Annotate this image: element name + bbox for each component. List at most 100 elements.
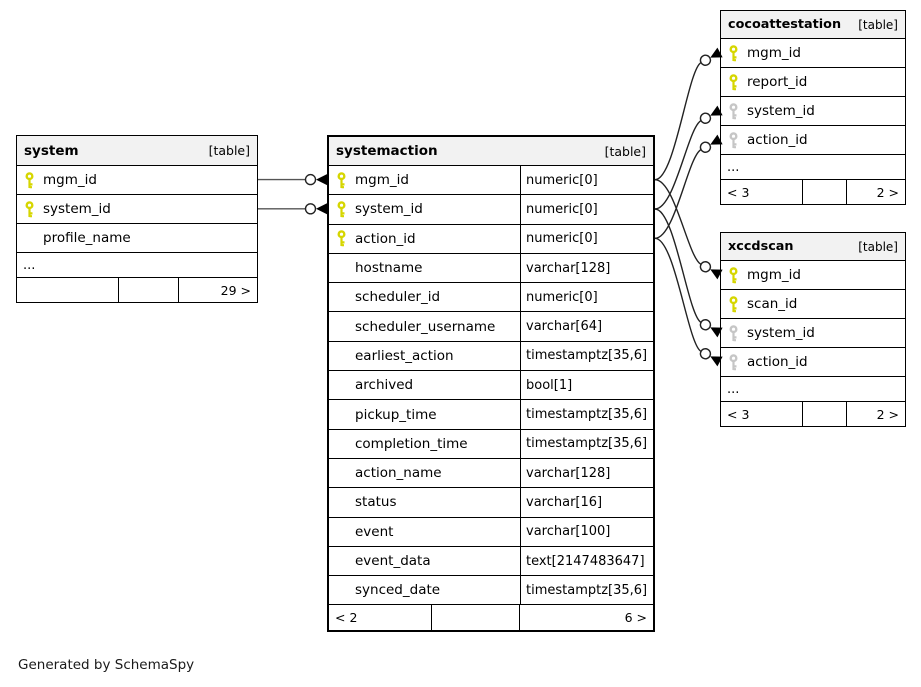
column-type: numeric[0] <box>520 195 653 224</box>
table-footer: 29 > <box>17 277 257 302</box>
footer-middle-cell <box>431 605 519 631</box>
table-node-system[interactable]: system [table] mgm_id system_id profile_… <box>16 135 258 303</box>
footer-middle-cell <box>118 278 178 302</box>
column-type: timestamptz[35,6] <box>520 576 653 605</box>
table-type-tag: [table] <box>858 17 898 32</box>
column-row: profile_name <box>17 223 257 252</box>
truncated-columns-indicator: ... <box>721 376 905 401</box>
key-icon-spacer <box>336 553 347 570</box>
edge-xccd-mgmid <box>654 179 702 266</box>
column-type: varchar[128] <box>520 253 653 283</box>
edge-coco-mgmid <box>654 61 702 181</box>
primary-key-icon <box>729 44 738 62</box>
table-node-xccdscan[interactable]: xccdscan [table] mgm_id scan_id system_i… <box>720 232 906 427</box>
table-name[interactable]: cocoattestation <box>728 17 842 32</box>
foreign-key-icon <box>729 353 738 371</box>
column-row: action_name varchar[128] <box>329 457 653 488</box>
table-header: system [table] <box>17 136 257 165</box>
column-name: action_id <box>747 132 808 148</box>
ellipsis-text: ... <box>727 381 740 397</box>
table-header: xccdscan [table] <box>721 233 905 260</box>
table-name[interactable]: xccdscan <box>728 239 794 254</box>
column-row: action_id <box>721 347 905 376</box>
column-row: scan_id <box>721 289 905 318</box>
edge-terminator <box>699 134 723 153</box>
primary-key-icon <box>729 295 738 313</box>
table-node-systemaction[interactable]: systemaction [table] mgm_id numeric[0] s… <box>327 135 655 633</box>
column-row: system_id <box>721 318 905 347</box>
table-name[interactable]: systemaction <box>336 143 438 159</box>
column-type: varchar[100] <box>520 517 653 546</box>
column-name: scheduler_username <box>355 318 496 335</box>
column-type: varchar[16] <box>520 488 653 517</box>
column-name: status <box>355 494 397 511</box>
column-name: system_id <box>747 325 815 341</box>
column-row: scheduler_id numeric[0] <box>329 282 653 312</box>
column-name: mgm_id <box>43 172 97 188</box>
column-row: scheduler_username varchar[64] <box>329 311 653 341</box>
table-header: cocoattestation [table] <box>721 11 905 38</box>
column-row: system_id <box>721 96 905 125</box>
column-name: archived <box>355 377 414 394</box>
column-row: hostname varchar[128] <box>329 252 653 283</box>
key-icon-spacer <box>336 582 347 599</box>
column-row: system_id <box>17 194 257 223</box>
column-row: mgm_id <box>721 260 905 289</box>
edge-coco-systemid <box>654 119 702 210</box>
key-icon-spacer <box>336 377 347 394</box>
column-name: mgm_id <box>355 172 409 189</box>
column-type: timestamptz[35,6] <box>520 341 653 371</box>
edge-terminator <box>699 105 723 124</box>
column-row: archived bool[1] <box>329 370 653 400</box>
table-type-tag: [table] <box>604 143 646 159</box>
edge-terminator <box>699 261 723 280</box>
truncated-columns-indicator: ... <box>17 252 257 277</box>
column-type: timestamptz[35,6] <box>520 429 653 458</box>
column-row: mgm_id numeric[0] <box>329 165 653 195</box>
table-type-tag: [table] <box>858 239 898 254</box>
foreign-key-icon <box>729 102 738 120</box>
column-type: bool[1] <box>520 371 653 400</box>
column-name: synced_date <box>355 582 441 599</box>
primary-key-icon <box>337 230 346 248</box>
primary-key-icon <box>25 200 34 218</box>
table-footer: < 3 2 > <box>721 401 905 426</box>
ellipsis-text: ... <box>727 159 740 175</box>
truncated-columns-indicator: ... <box>721 154 905 179</box>
table-name[interactable]: system <box>24 142 79 159</box>
column-row: report_id <box>721 67 905 96</box>
footer-related-count-right: 2 > <box>846 402 905 426</box>
table-header: systemaction [table] <box>329 137 653 165</box>
primary-key-icon <box>729 73 738 91</box>
column-name: earliest_action <box>355 347 454 364</box>
footer-related-count-left: < 3 <box>727 406 750 422</box>
edge-terminator <box>699 47 723 66</box>
primary-key-icon <box>25 171 34 189</box>
column-type: varchar[128] <box>520 458 653 488</box>
column-name: action_id <box>747 354 808 370</box>
primary-key-icon <box>337 171 346 189</box>
column-row: action_id <box>721 125 905 154</box>
footer-middle-cell <box>802 180 846 204</box>
footer-related-count-left: < 2 <box>335 610 358 626</box>
edge-terminator <box>699 319 723 338</box>
key-icon-spacer <box>336 494 347 511</box>
column-row: mgm_id <box>721 38 905 67</box>
column-row: action_id numeric[0] <box>329 223 653 253</box>
edge-terminator <box>304 173 327 186</box>
footer-related-count: 29 > <box>178 278 257 302</box>
table-node-cocoattestation[interactable]: cocoattestation [table] mgm_id report_id… <box>720 10 906 205</box>
column-name: mgm_id <box>747 45 801 61</box>
column-name: report_id <box>747 74 808 90</box>
column-name: event <box>355 523 394 540</box>
table-footer: < 3 2 > <box>721 179 905 204</box>
column-type: numeric[0] <box>520 224 653 253</box>
primary-key-icon <box>729 266 738 284</box>
column-name: hostname <box>355 260 423 277</box>
column-name: system_id <box>43 201 111 217</box>
column-name: event_data <box>355 553 431 569</box>
key-icon-spacer <box>336 465 347 482</box>
edge-terminator <box>699 348 723 367</box>
table-footer: < 2 6 > <box>329 604 653 631</box>
key-icon-spacer <box>336 289 347 306</box>
